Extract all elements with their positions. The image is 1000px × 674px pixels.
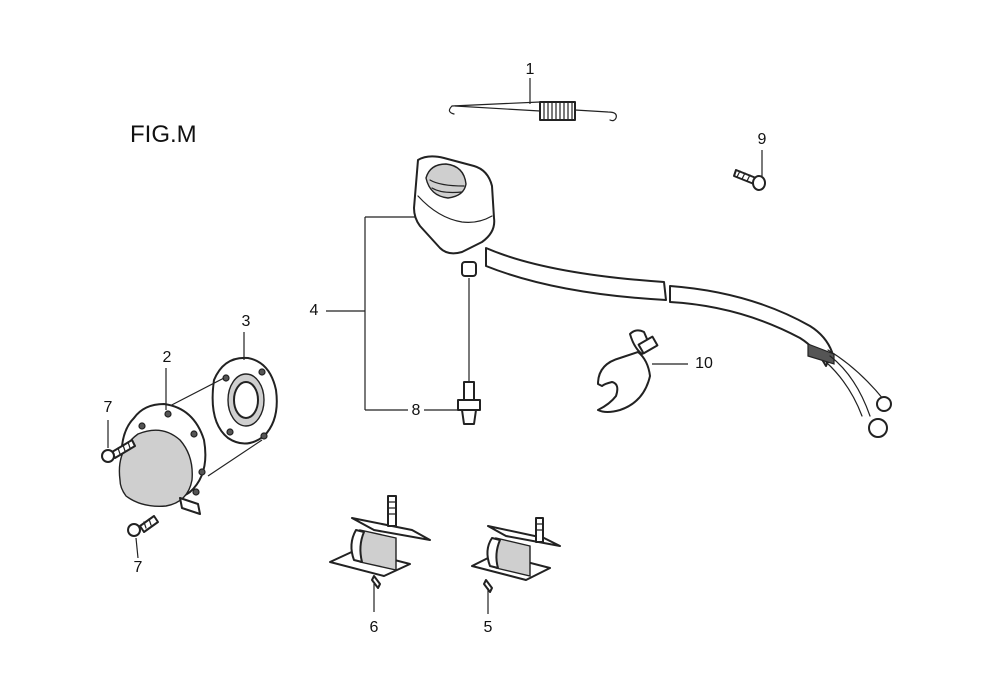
callout-10: 10: [695, 355, 713, 372]
part-9-bolt: [733, 169, 766, 191]
callout-1: 1: [526, 61, 535, 78]
part-10-clamp: [597, 329, 659, 413]
callout-7-upper: 7: [104, 399, 113, 416]
part-4-switch-assembly: [413, 155, 892, 438]
part-6-mount: [329, 495, 431, 589]
callout-6: 6: [370, 619, 379, 636]
part-7-screw-lower: [127, 515, 159, 537]
projection-line-lower: [207, 439, 263, 477]
part-8-screw: [457, 381, 481, 425]
callout-3: 3: [242, 313, 251, 330]
callout-9: 9: [758, 131, 767, 148]
figure-title: FIG.M: [130, 121, 197, 148]
part-1-spring: [448, 101, 617, 122]
callout-2: 2: [163, 349, 172, 366]
callout-5: 5: [484, 619, 493, 636]
part-2-cover: [118, 403, 207, 515]
leader-7-lower: [135, 537, 139, 559]
callout-8: 8: [412, 402, 421, 419]
part-5-mount: [471, 517, 561, 593]
part-7-screw-upper: [101, 439, 136, 463]
callout-4: 4: [310, 302, 319, 319]
callout-7-lower: 7: [134, 559, 143, 576]
part-3-flange: [211, 356, 278, 445]
projection-line-upper: [161, 377, 225, 411]
